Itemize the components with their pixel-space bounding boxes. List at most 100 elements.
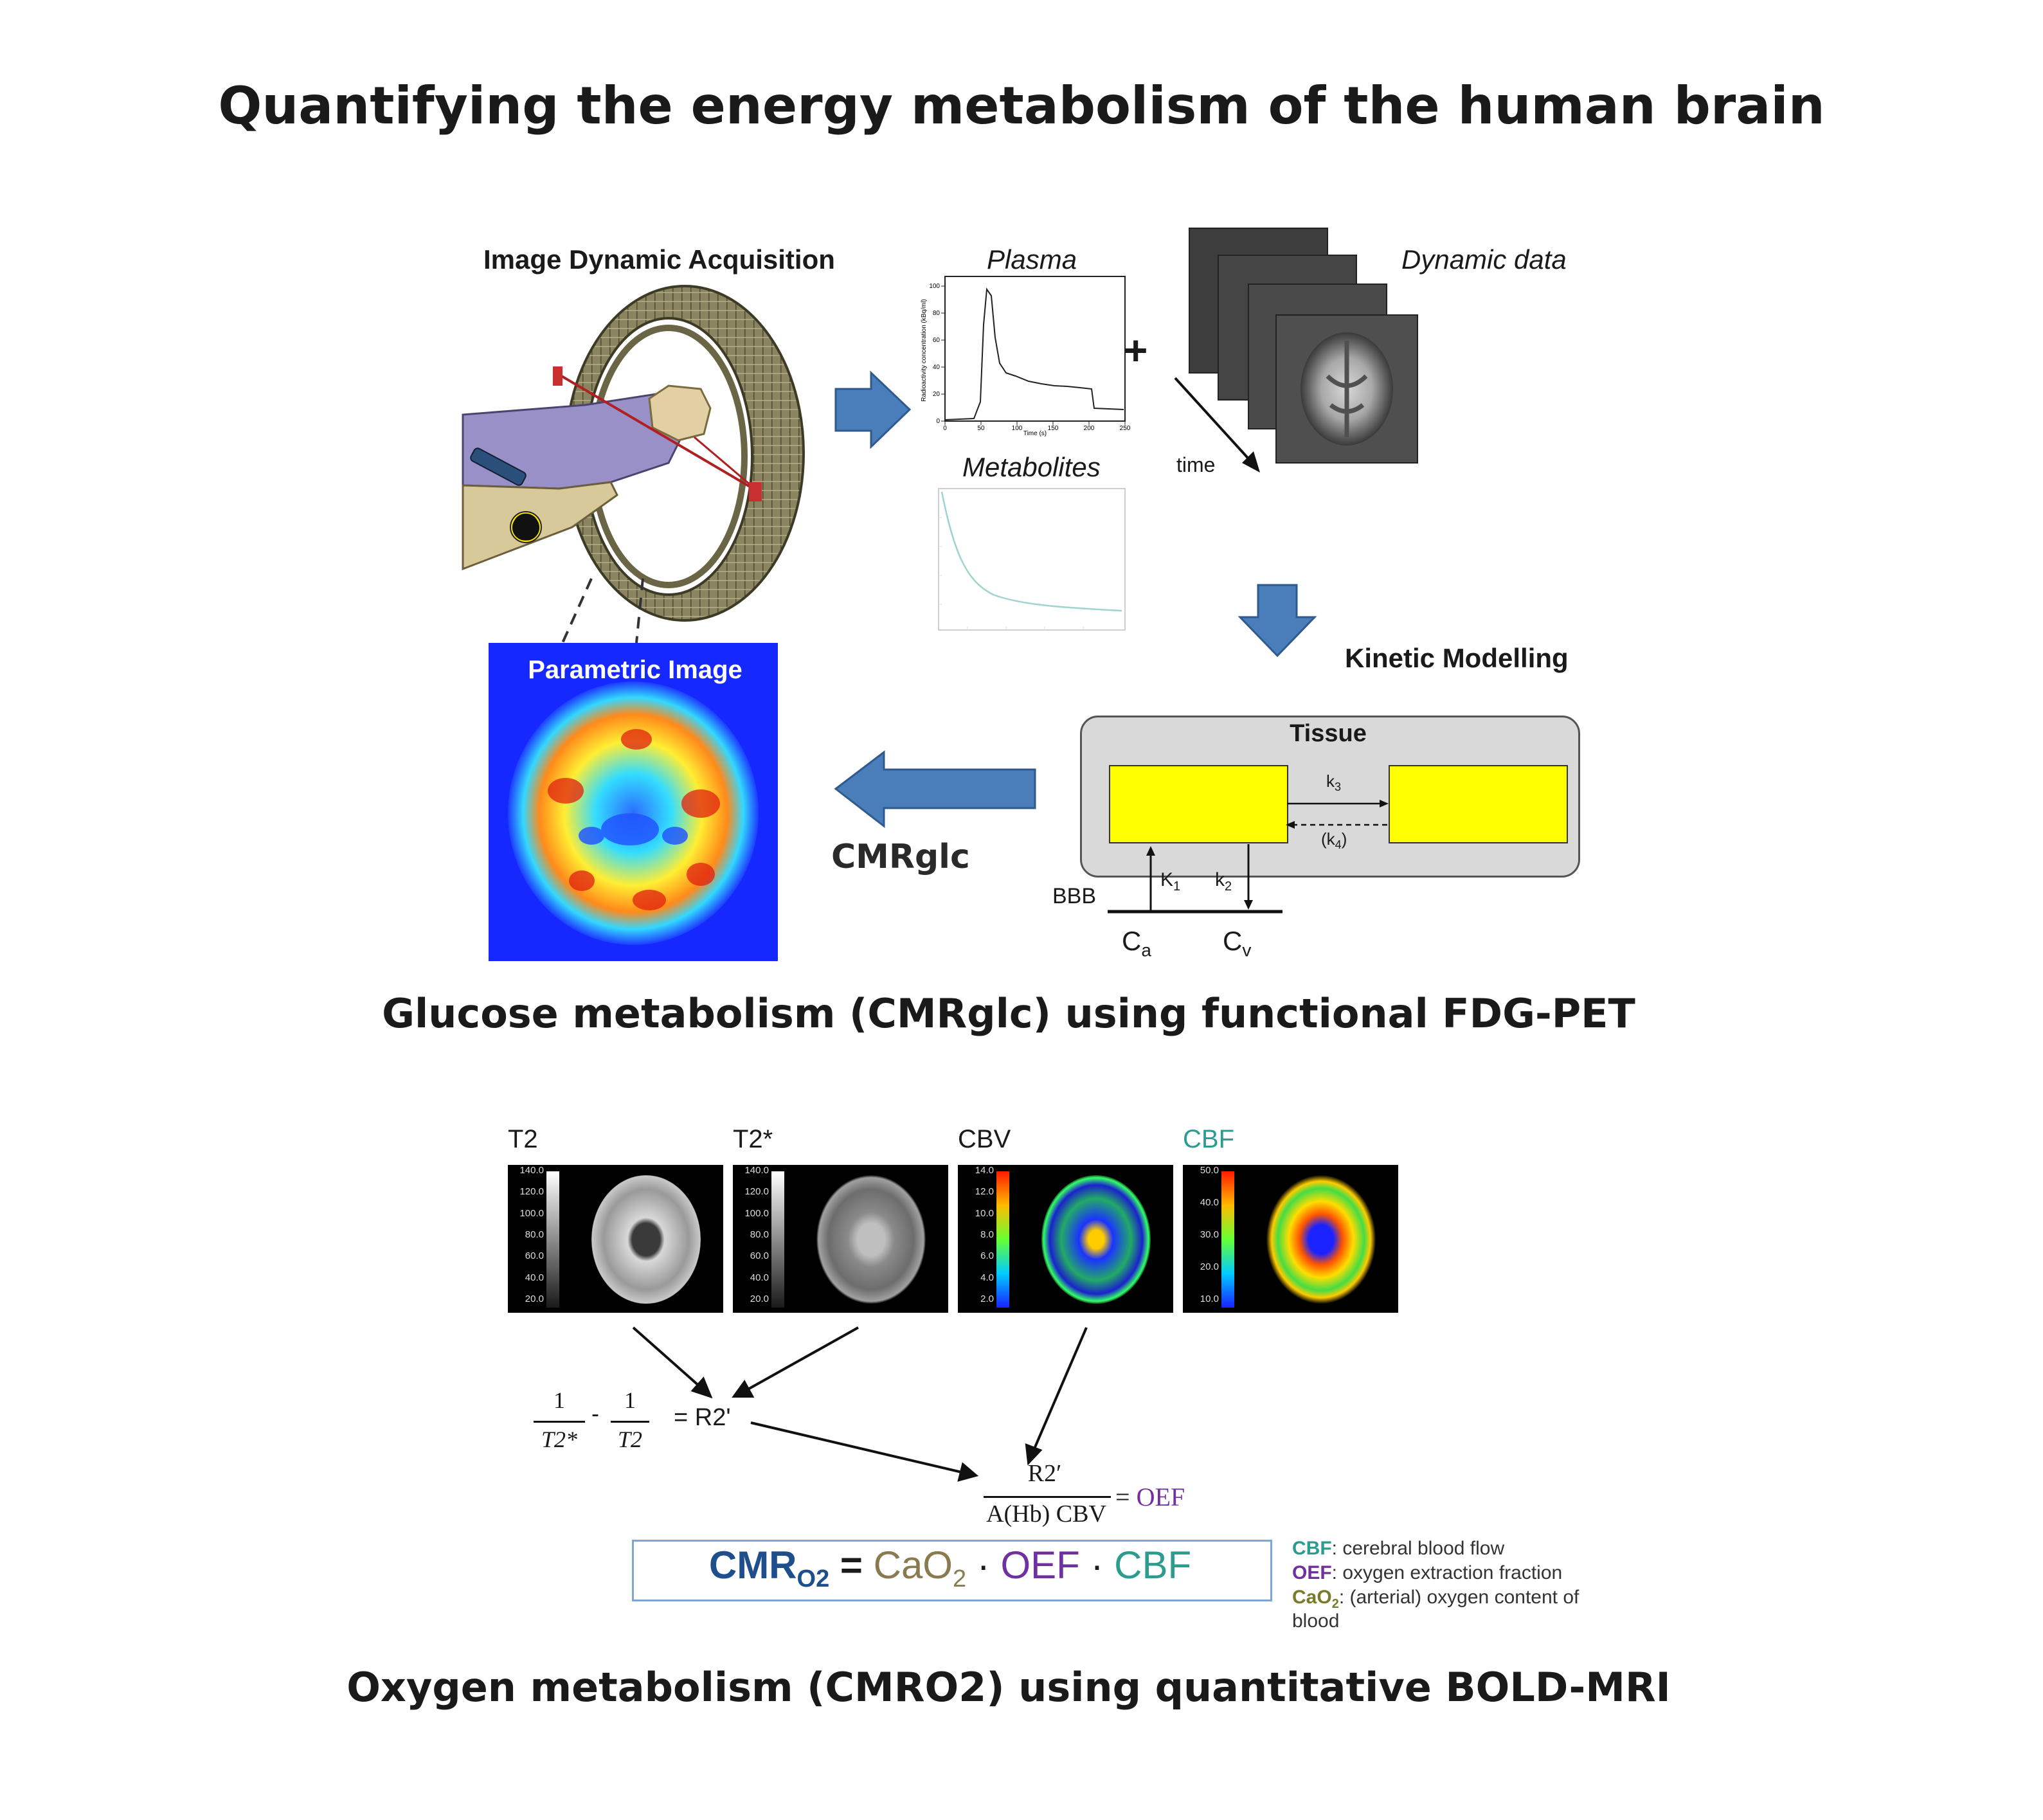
page-title: Quantifying the energy metabolism of the…	[218, 76, 1825, 136]
ca-label: Ca	[1122, 926, 1151, 960]
time-label: time	[1176, 453, 1216, 476]
plasma-y-tick-label: 80	[933, 310, 941, 317]
cv-label: Cv	[1223, 926, 1252, 960]
legend-item: CBF: cerebral blood flow	[1292, 1538, 1505, 1559]
plasma-x-tick-label: 50	[977, 425, 985, 432]
legend-item: CaO2: (arterial) oxygen content of	[1292, 1587, 1580, 1611]
radiation-icon	[510, 511, 542, 543]
compartment-free	[1109, 765, 1288, 843]
cmro2-equation: CMRO2 = CaO2 · OEF · CBF	[708, 1544, 1192, 1592]
colorbar-tick-label: 60.0	[750, 1250, 769, 1262]
fraction-2-bar	[611, 1421, 649, 1423]
dynamic-data-label: Dynamic data	[1401, 244, 1567, 275]
colorbar-tick-label: 120.0	[519, 1186, 544, 1198]
cmrglc-label: CMRglc	[831, 838, 970, 876]
oef-fraction-bar	[984, 1496, 1111, 1498]
colorbar-tick-label: 30.0	[1200, 1229, 1219, 1240]
colorbar-tick-label: 140.0	[519, 1165, 544, 1176]
colorbar-tick-label: 140.0	[744, 1165, 769, 1176]
plasma-y-tick-label: 60	[933, 337, 941, 344]
legend-continuation: blood	[1292, 1610, 1340, 1632]
arrow-left-icon	[834, 750, 1036, 829]
colorbar	[996, 1171, 1009, 1308]
acquisition-label: Image Dynamic Acquisition	[483, 244, 835, 275]
pet-section-title: Glucose metabolism (CMRglc) using functi…	[382, 990, 1635, 1037]
plus-sign: +	[1124, 327, 1148, 374]
compartment-bound	[1389, 765, 1568, 843]
compartment-arrows	[1108, 800, 1389, 914]
colorbar-tick-label: 100.0	[744, 1207, 769, 1219]
minus-sign: -	[591, 1400, 599, 1427]
plasma-y-tick-label: 20	[933, 391, 941, 398]
mri-panel-label: T2	[508, 1125, 538, 1153]
brain-map	[816, 1175, 926, 1304]
plasma-x-axis-label: Time (s)	[1023, 430, 1047, 437]
colorbar-tick-label: 20.0	[525, 1293, 544, 1304]
pet-scanner-illustration	[462, 285, 805, 643]
time-arrow	[1174, 377, 1260, 473]
plasma-label: Plasma	[987, 244, 1077, 275]
plasma-x-tick-label: 100	[1012, 425, 1023, 432]
arrow-right-icon	[834, 370, 912, 449]
colorbar-tick-label: 100.0	[519, 1207, 544, 1219]
brain-map	[1041, 1175, 1151, 1304]
plasma-y-tick-label: 40	[933, 364, 941, 371]
cmro2-equation-box	[632, 1540, 1272, 1601]
k3-label: k3	[1326, 771, 1342, 794]
colorbar-tick-label: 10.0	[1200, 1293, 1219, 1304]
fraction-1-numerator: 1	[554, 1387, 565, 1413]
plasma-x-tick-label: 150	[1048, 425, 1059, 432]
plasma-y-axis-label: Radioactivity concentration (kBq/ml)	[921, 299, 928, 402]
plasma-x-tick-label: 200	[1084, 425, 1095, 432]
colorbar-tick-label: 50.0	[1200, 1165, 1219, 1176]
colorbar	[1221, 1171, 1234, 1308]
oef-numerator: R2′	[1027, 1460, 1062, 1487]
plasma-curve-chart: Radioactivity concentration (kBq/ml) Tim…	[921, 276, 1131, 437]
plasma-y-tick-label: 100	[929, 283, 940, 290]
colorbar-tick-label: 80.0	[750, 1229, 769, 1240]
patient-head	[648, 384, 712, 442]
colorbar-tick-label: 8.0	[980, 1229, 994, 1240]
parametric-image-label: Parametric Image	[528, 656, 742, 684]
colorbar-tick-label: 40.0	[1200, 1197, 1219, 1208]
metabolites-label: Metabolites	[962, 452, 1101, 482]
colorbar-tick-label: 20.0	[1200, 1261, 1219, 1272]
mri-panel-label: CBF	[1183, 1125, 1234, 1153]
legend-item: OEF: oxygen extraction fraction	[1292, 1562, 1563, 1583]
colorbar-tick-label: 120.0	[744, 1186, 769, 1198]
colorbar-tick-label: 40.0	[750, 1272, 769, 1283]
arrow-down-icon	[1238, 584, 1317, 658]
brain-map	[591, 1175, 701, 1304]
bbb-label: BBB	[1052, 884, 1097, 908]
plasma-x-tick-label: 0	[943, 425, 947, 432]
colorbar-tick-label: 80.0	[525, 1229, 544, 1240]
parametric-image: Parametric Image	[489, 643, 778, 961]
k2-label: k2	[1215, 869, 1232, 894]
brain-map	[1266, 1175, 1376, 1304]
plasma-y-tick-label: 0	[936, 418, 940, 425]
colorbar-tick-label: 20.0	[750, 1293, 769, 1304]
colorbar-tick-label: 40.0	[525, 1272, 544, 1283]
colorbar-tick-label: 10.0	[975, 1207, 994, 1219]
colorbar-tick-label: 6.0	[980, 1250, 994, 1262]
r2-prime-label: = R2'	[674, 1404, 731, 1431]
fraction-1-denominator: T2*	[541, 1427, 578, 1452]
colorbar-tick-label: 4.0	[980, 1272, 994, 1283]
metabolites-chart	[938, 488, 1126, 631]
k4-label: (k4)	[1321, 829, 1347, 852]
k1-label: K1	[1160, 869, 1181, 894]
colorbar-tick-label: 60.0	[525, 1250, 544, 1262]
fraction-2-denominator: T2	[617, 1427, 643, 1452]
colorbar-tick-label: 14.0	[975, 1165, 994, 1176]
kinetic-modelling-label: Kinetic Modelling	[1345, 643, 1569, 673]
fraction-1-bar	[534, 1421, 585, 1423]
tissue-label: Tissue	[1290, 720, 1367, 747]
fraction-2-numerator: 1	[624, 1387, 636, 1413]
colorbar	[771, 1171, 784, 1308]
mri-panel-label: CBV	[958, 1125, 1011, 1153]
colorbar	[546, 1171, 559, 1308]
oef-denominator: A(Hb) CBV	[986, 1500, 1106, 1527]
mri-panel-label: T2*	[733, 1125, 773, 1153]
colorbar-tick-label: 12.0	[975, 1186, 994, 1198]
